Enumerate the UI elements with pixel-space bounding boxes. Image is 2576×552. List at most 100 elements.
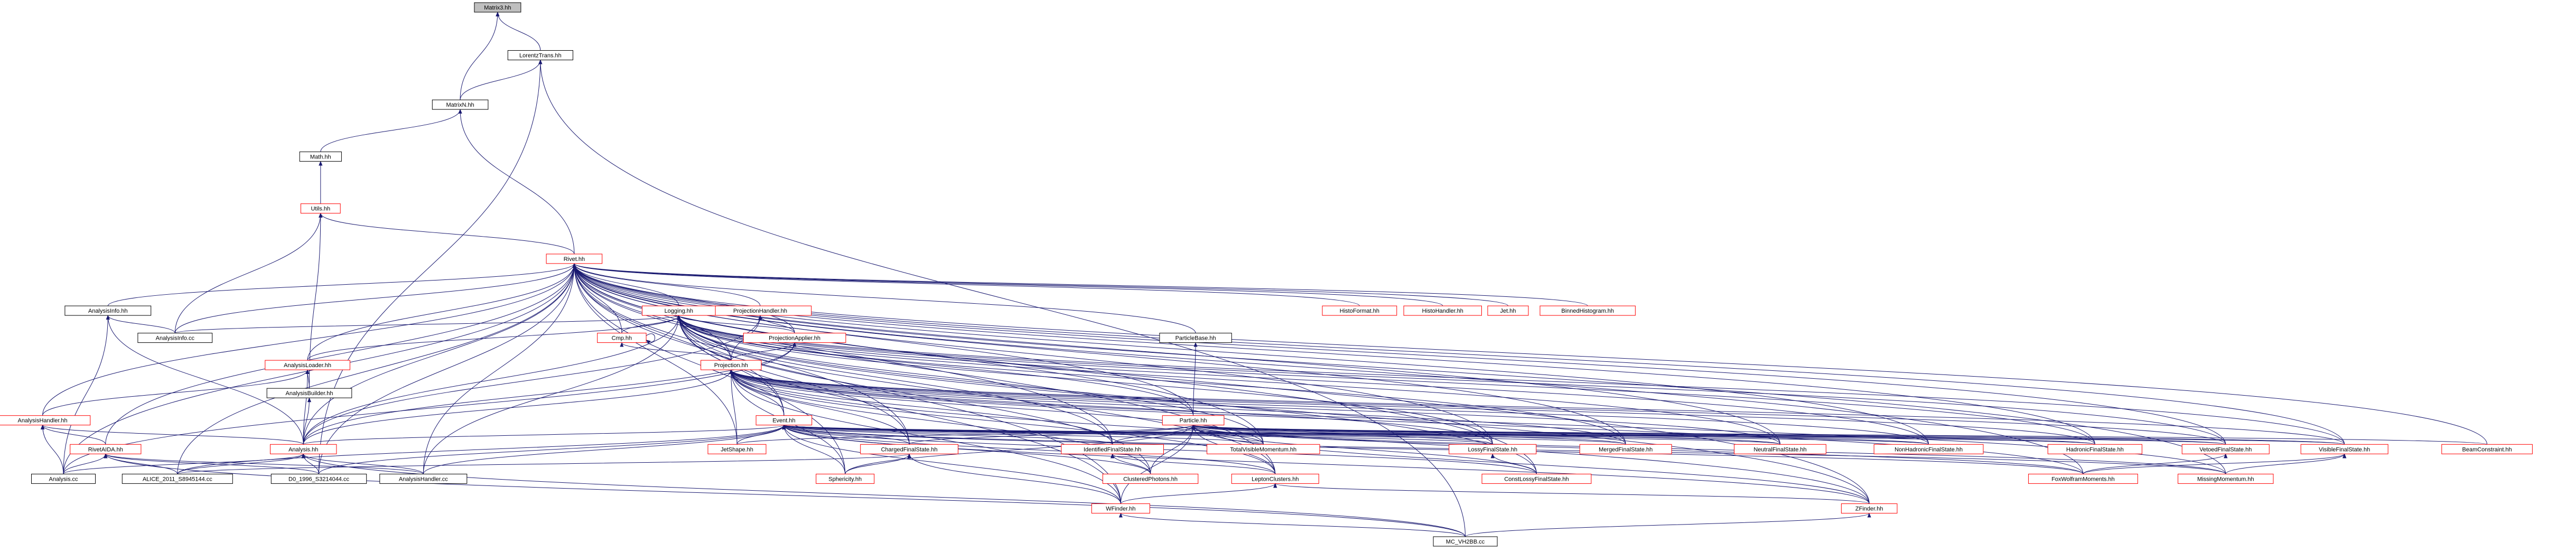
node-analysishandlercc[interactable]: AnalysisHandler.cc (379, 473, 468, 484)
node-analysisinfo[interactable]: AnalysisInfo.hh (64, 305, 152, 316)
node-analysisloader[interactable]: AnalysisLoader.hh (265, 360, 350, 370)
node-box-binnedhistogram[interactable] (1539, 305, 1636, 316)
node-particle[interactable]: Particle.hh (1162, 415, 1225, 426)
node-projection[interactable]: Projection.hh (701, 360, 762, 370)
node-matrixn[interactable]: MatrixN.hh (432, 99, 489, 110)
node-histoformat[interactable]: HistoFormat.hh (1322, 305, 1397, 316)
node-box-projectionapplier[interactable] (743, 333, 846, 343)
node-wfinder[interactable]: WFinder.hh (1091, 503, 1150, 514)
node-analysiscc[interactable]: Analysis.cc (31, 473, 96, 484)
node-box-utils[interactable] (300, 203, 341, 214)
node-zfinder[interactable]: ZFinder.hh (1841, 503, 1898, 514)
node-box-alice[interactable] (122, 473, 233, 484)
node-lorentztrans[interactable]: LorentzTrans.hh (507, 50, 573, 60)
node-box-rivetaida[interactable] (70, 444, 142, 454)
node-jet[interactable]: Jet.hh (1487, 305, 1529, 316)
node-particlebase[interactable]: ParticleBase.hh (1159, 333, 1232, 343)
node-box-logging[interactable] (642, 305, 716, 316)
node-hadronicfs[interactable]: HadronicFinalState.hh (2047, 444, 2143, 454)
node-box-event[interactable] (755, 415, 813, 426)
node-analysisinfocc[interactable]: AnalysisInfo.cc (137, 333, 213, 343)
node-identifiedfs[interactable]: IdentifiedFinalState.hh (1061, 444, 1164, 454)
node-jetshape[interactable]: JetShape.hh (707, 444, 767, 454)
node-box-analysiscc[interactable] (31, 473, 96, 484)
node-clusteredphotons[interactable]: ClusteredPhotons.hh (1102, 473, 1199, 484)
node-nonhadronicfs[interactable]: NonHadronicFinalState.hh (1873, 444, 1984, 454)
node-box-vetoedfs[interactable] (2181, 444, 2270, 454)
node-box-mergedfs[interactable] (1579, 444, 1672, 454)
node-box-nonhadronicfs[interactable] (1873, 444, 1984, 454)
node-box-particle[interactable] (1162, 415, 1225, 426)
node-box-rivet[interactable] (546, 254, 603, 264)
node-visiblefs[interactable]: VisibleFinalState.hh (2300, 444, 2388, 454)
node-box-beamconstraint[interactable] (2441, 444, 2533, 454)
node-rivet[interactable]: Rivet.hh (546, 254, 603, 264)
node-analysisbuilder[interactable]: AnalysisBuilder.hh (266, 388, 352, 398)
node-box-jet[interactable] (1487, 305, 1529, 316)
node-box-histoformat[interactable] (1322, 305, 1397, 316)
node-sphericity[interactable]: Sphericity.hh (816, 473, 875, 484)
node-neutralfs[interactable]: NeutralFinalState.hh (1734, 444, 1826, 454)
node-constlossyfs[interactable]: ConstLossyFinalState.hh (1481, 473, 1592, 484)
node-box-lossyfs[interactable] (1449, 444, 1537, 454)
node-box-particlebase[interactable] (1159, 333, 1232, 343)
node-box-analysishandlerhh[interactable] (0, 415, 91, 426)
node-projectionhandler[interactable]: ProjectionHandler.hh (708, 305, 812, 316)
node-box-wfinder[interactable] (1091, 503, 1150, 514)
node-box-projection[interactable] (701, 360, 762, 370)
node-box-jetshape[interactable] (707, 444, 767, 454)
node-box-matrixn[interactable] (432, 99, 489, 110)
node-box-missingmomentum[interactable] (2178, 473, 2274, 484)
node-box-neutralfs[interactable] (1734, 444, 1826, 454)
node-leptonclusters[interactable]: LeptonClusters.hh (1231, 473, 1319, 484)
node-box-mcvh[interactable] (1433, 536, 1498, 547)
node-box-hadronicfs[interactable] (2047, 444, 2143, 454)
node-mathhh[interactable]: Math.hh (299, 151, 342, 162)
node-box-analysishandlercc[interactable] (379, 473, 468, 484)
node-event[interactable]: Event.hh (755, 415, 813, 426)
node-beamconstraint[interactable]: BeamConstraint.hh (2441, 444, 2533, 454)
node-box-analysishh[interactable] (270, 444, 337, 454)
node-histohandler[interactable]: HistoHandler.hh (1403, 305, 1482, 316)
node-projectionapplier[interactable]: ProjectionApplier.hh (743, 333, 846, 343)
node-box-clusteredphotons[interactable] (1102, 473, 1199, 484)
node-alice[interactable]: ALICE_2011_S8945144.cc (122, 473, 233, 484)
node-box-lorentztrans[interactable] (507, 50, 573, 60)
node-box-analysisinfo[interactable] (64, 305, 152, 316)
node-vetoedfs[interactable]: VetoedFinalState.hh (2181, 444, 2270, 454)
node-box-histohandler[interactable] (1403, 305, 1482, 316)
node-missingmomentum[interactable]: MissingMomentum.hh (2178, 473, 2274, 484)
node-mcvh[interactable]: MC_VH2BB.cc (1433, 536, 1498, 547)
node-box-leptonclusters[interactable] (1231, 473, 1319, 484)
node-utils[interactable]: Utils.hh (300, 203, 341, 214)
node-box-chargedfs[interactable] (860, 444, 958, 454)
node-box-matrix3[interactable] (474, 2, 521, 13)
node-box-analysisinfocc[interactable] (137, 333, 213, 343)
node-foxwolfram[interactable]: FoxWolframMoments.hh (2028, 473, 2138, 484)
node-box-zfinder[interactable] (1841, 503, 1898, 514)
node-box-identifiedfs[interactable] (1061, 444, 1164, 454)
node-box-visiblefs[interactable] (2300, 444, 2388, 454)
node-cmp[interactable]: Cmp.hh (597, 333, 647, 343)
node-box-sphericity[interactable] (816, 473, 875, 484)
node-box-totalvisible[interactable] (1207, 444, 1320, 454)
node-chargedfs[interactable]: ChargedFinalState.hh (860, 444, 958, 454)
node-binnedhistogram[interactable]: BinnedHistogram.hh (1539, 305, 1636, 316)
node-matrix3[interactable]: Matrix3.hh (474, 2, 521, 13)
node-box-analysisloader[interactable] (265, 360, 350, 370)
node-analysishh[interactable]: Analysis.hh (270, 444, 337, 454)
node-box-cmp[interactable] (597, 333, 647, 343)
node-totalvisible[interactable]: TotalVisibleMomentum.hh (1207, 444, 1320, 454)
node-lossyfs[interactable]: LossyFinalState.hh (1449, 444, 1537, 454)
node-box-analysisbuilder[interactable] (266, 388, 352, 398)
node-d0[interactable]: D0_1996_S3214044.cc (270, 473, 367, 484)
node-box-constlossyfs[interactable] (1481, 473, 1592, 484)
node-mergedfs[interactable]: MergedFinalState.hh (1579, 444, 1672, 454)
node-box-d0[interactable] (270, 473, 367, 484)
node-box-foxwolfram[interactable] (2028, 473, 2138, 484)
node-rivetaida[interactable]: RivetAIDA.hh (70, 444, 142, 454)
node-box-mathhh[interactable] (299, 151, 342, 162)
node-analysishandlerhh[interactable]: AnalysisHandler.hh (0, 415, 91, 426)
edge-vetoedfs-to-logging (677, 315, 2226, 445)
node-logging[interactable]: Logging.hh (642, 305, 716, 316)
